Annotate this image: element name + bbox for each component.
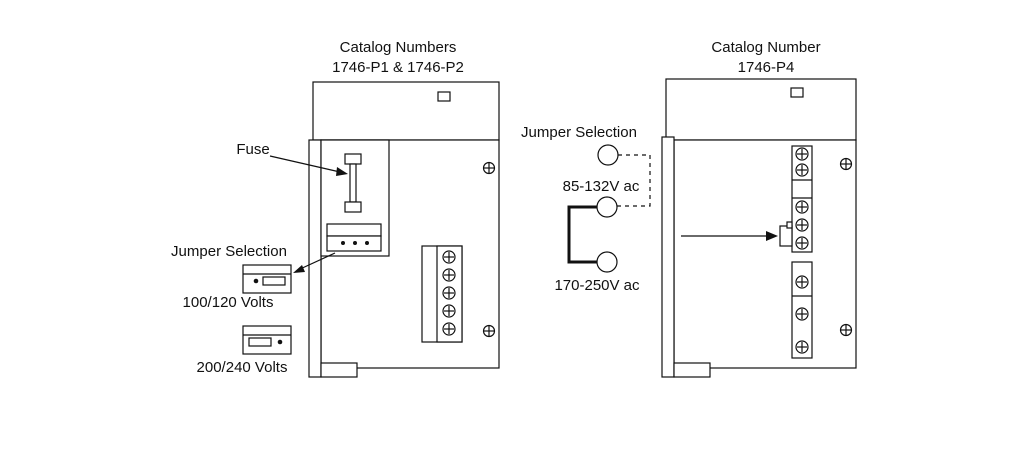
fuse-pointer-line <box>269 155 341 173</box>
jumper-pin-middle <box>596 196 618 218</box>
screw-icon <box>442 250 456 264</box>
screw-icon <box>795 275 809 289</box>
screw-icon <box>442 286 456 300</box>
option1-label: 100/120 Volts <box>183 294 274 311</box>
mount-screw-icon <box>839 323 853 337</box>
screw-icon <box>442 322 456 336</box>
left-power-supply: Catalog Numbers 1746-P1 & 1746-P2 <box>171 39 500 378</box>
jumper-pin-bottom <box>596 251 618 273</box>
screw-icon <box>795 200 809 214</box>
fuse-icon <box>344 153 362 213</box>
high-range-label: 170-250V ac <box>554 277 640 294</box>
right-jumper-plug <box>779 221 793 247</box>
jumper-arrowhead <box>293 265 305 273</box>
right-top-led <box>790 87 804 98</box>
left-title-line1: Catalog Numbers <box>340 39 457 56</box>
left-jumper-label: Jumper Selection <box>171 243 287 260</box>
right-title-line1: Catalog Number <box>711 39 820 56</box>
left-side-rail <box>308 139 322 378</box>
left-bottom-tab <box>320 362 358 378</box>
option2-label: 200/240 Volts <box>197 359 288 376</box>
fuse-arrowhead <box>336 167 348 176</box>
jumper-option-100-120 <box>242 264 292 294</box>
left-top-led <box>437 91 451 102</box>
jumper-option-200-240 <box>242 325 292 355</box>
jumper-pin-top <box>597 144 619 166</box>
mount-screw-icon <box>839 157 853 171</box>
right-title-line2: 1746-P4 <box>738 59 795 76</box>
right-power-supply: Catalog Number 1746-P4 <box>521 39 857 378</box>
right-main-body <box>673 139 857 369</box>
right-side-rail <box>661 136 675 378</box>
screw-icon <box>795 340 809 354</box>
right-jumper-label: Jumper Selection <box>521 124 637 141</box>
right-jumper-arrowhead <box>766 231 778 241</box>
left-top-housing <box>312 81 500 141</box>
screw-icon <box>795 218 809 232</box>
right-top-housing <box>665 78 857 141</box>
left-title-line2: 1746-P1 & 1746-P2 <box>332 59 464 76</box>
fuse-label: Fuse <box>236 141 269 158</box>
screw-icon <box>795 147 809 161</box>
screw-icon <box>442 268 456 282</box>
jumper-pointer-line <box>297 252 336 271</box>
dashed-jumper-path <box>617 154 651 207</box>
left-terminal-block <box>421 245 463 343</box>
screw-icon <box>795 236 809 250</box>
right-bottom-tab <box>673 362 711 378</box>
screw-icon <box>442 304 456 318</box>
mount-screw-icon <box>482 161 496 175</box>
screw-icon <box>795 163 809 177</box>
right-terminal-block-upper <box>791 145 813 253</box>
screw-icon <box>795 307 809 321</box>
right-terminal-block-lower <box>791 261 813 359</box>
jumper-header <box>326 223 382 252</box>
low-range-label: 85-132V ac <box>563 178 640 195</box>
solid-jumper-path <box>567 205 597 264</box>
mount-screw-icon <box>482 324 496 338</box>
